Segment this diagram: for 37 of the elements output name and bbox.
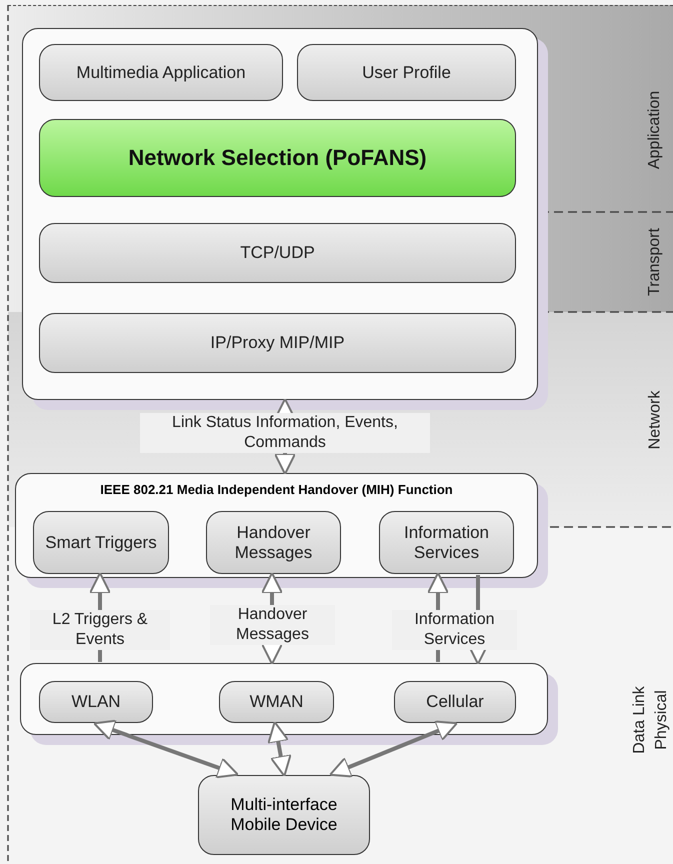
box-label: WLAN [71,692,121,712]
box-label: Multimedia Application [76,62,246,82]
layer-label: Network [646,390,664,450]
box-label: Cellular [426,692,484,712]
edge-label: L2 Triggers & Events [30,610,170,650]
double-arrow [93,720,239,778]
rounded-box [39,313,516,373]
box-label: Information Services [402,522,490,562]
highlighted-box [39,119,516,197]
rounded-box [33,511,169,574]
edge-label: Information Services [392,610,517,650]
box-label: User Profile [362,62,451,82]
double-arrow [329,720,458,778]
box-label: Handover Messages [234,522,314,562]
box-label: IP/Proxy MIP/MIP [210,333,345,353]
box-label: Network Selection (PoFANS) [128,145,427,171]
rounded-box [39,681,153,723]
rounded-box [39,44,283,101]
rounded-box [297,44,516,101]
rounded-box [219,681,334,723]
rounded-box [206,511,341,574]
rounded-box [394,681,516,723]
layer-label: Application [646,90,664,170]
box-label: Multi-interface Mobile Device [230,795,338,835]
box-label: Smart Triggers [45,532,157,552]
layer-label: Transport [646,228,664,296]
layer-label: Data Link [630,686,649,754]
box-label: TCP/UDP [240,243,315,263]
double-arrow [267,721,292,777]
box-heading: IEEE 802.21 Media Independent Handover (MIH) Function [99,482,454,497]
rounded-box [379,511,514,574]
rounded-box [39,223,516,283]
edge-label: Link Status Information, Events, Commands [140,413,430,453]
layer-label: Physical [652,690,671,750]
edge-label: Handover Messages [210,605,335,645]
box-label: WMAN [250,692,304,712]
device-box [198,775,370,855]
